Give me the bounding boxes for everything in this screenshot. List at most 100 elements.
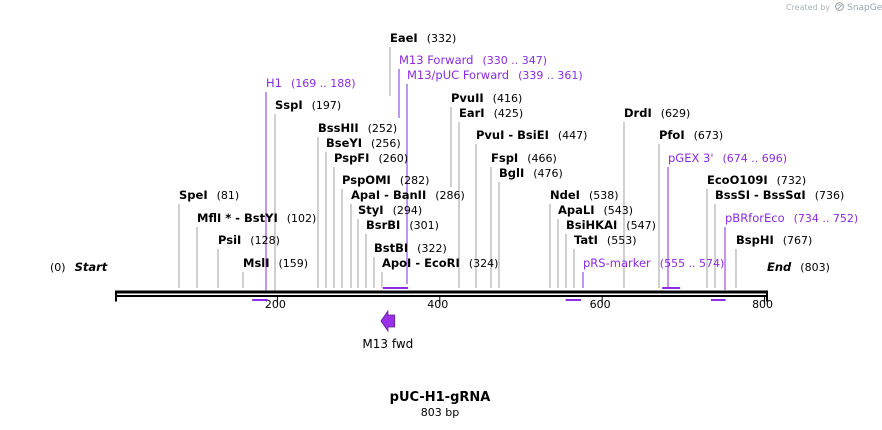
feature-range: (674 .. 696) — [723, 152, 788, 165]
ruler-tick-label: 400 — [427, 298, 448, 311]
backbone-start-cap — [115, 290, 117, 302]
enzyme-name: BssSI - BssSαI — [715, 188, 806, 202]
feature-name: pGEX 3' — [668, 151, 714, 165]
feature-range-bar — [252, 299, 268, 301]
feature-range: (555 .. 574) — [660, 257, 725, 270]
enzyme-label[interactable]: StyI (294) — [358, 203, 422, 217]
sequence-ends: (0)Start End (803) — [50, 260, 830, 274]
sequence-end-label: End (803) — [767, 260, 830, 274]
enzyme-label[interactable]: PvuI - BsiEI(447) — [476, 128, 587, 142]
enzyme-label[interactable]: BspHI (767) — [736, 233, 812, 247]
primer-arrow[interactable] — [380, 309, 396, 333]
snapgene-logo-icon — [834, 2, 844, 11]
sequence-length: 803 bp — [420, 406, 460, 419]
enzyme-site-position: (102) — [287, 212, 317, 225]
feature-label[interactable]: H1(169 .. 188) — [266, 76, 356, 90]
feature-label[interactable]: M13/pUC Forward (339 .. 361) — [407, 68, 583, 82]
enzyme-label[interactable]: BssHII(252) — [318, 121, 397, 135]
enzyme-name: MflI * - BstYI — [197, 211, 278, 225]
sequence-end-position: (803) — [800, 261, 830, 274]
enzyme-name: StyI — [358, 203, 384, 217]
enzyme-label[interactable]: PvuII (416) — [451, 91, 522, 105]
backbone-bottom-strand — [115, 295, 768, 297]
enzyme-label[interactable]: PfoI (673) — [659, 128, 723, 142]
enzyme-site-position: (324) — [469, 257, 499, 270]
feature-range: (169 .. 188) — [291, 77, 356, 90]
feature-name: M13/pUC Forward — [407, 68, 509, 82]
enzyme-site-position: (282) — [400, 174, 430, 187]
feature-label[interactable]: pGEX 3' (674 .. 696) — [668, 151, 787, 165]
enzyme-name: ApaLI — [558, 203, 595, 217]
enzyme-site-position: (256) — [371, 137, 401, 150]
enzyme-label[interactable]: MflI * - BstYI (102) — [197, 211, 316, 225]
snapgene-credit: Created by SnapGene — [786, 2, 882, 13]
enzyme-label[interactable]: PspOMI(282) — [342, 173, 429, 187]
enzyme-label[interactable]: ApaI - BanII(286) — [351, 188, 465, 202]
enzyme-label[interactable]: ApaLI(543) — [558, 203, 633, 217]
feature-label[interactable]: M13 Forward(330 .. 347) — [399, 53, 547, 67]
ruler-tick-label: 200 — [265, 298, 286, 311]
feature-range: (330 .. 347) — [482, 54, 547, 67]
enzyme-name: DrdI — [624, 106, 652, 120]
enzyme-label[interactable]: EarI(425) — [459, 106, 523, 120]
enzyme-site-position: (673) — [694, 129, 724, 142]
enzyme-label[interactable]: BstBI(322) — [374, 241, 447, 255]
credit-brand: SnapGene — [847, 3, 882, 13]
sequence-start-label: (0)Start — [50, 260, 108, 274]
enzyme-name: BseYI — [326, 136, 362, 150]
enzyme-name: SspI — [275, 98, 303, 112]
enzyme-site-position: (294) — [393, 204, 423, 217]
feature-label[interactable]: pRS-marker(555 .. 574) — [583, 256, 724, 270]
enzyme-name: PvuI - BsiEI — [476, 128, 549, 142]
enzyme-label[interactable]: EaeI(332) — [390, 31, 456, 45]
feature-range: (734 .. 752) — [794, 212, 859, 225]
enzyme-label[interactable]: BssSI - BssSαI(736) — [715, 188, 844, 202]
enzyme-name: MslI — [243, 256, 270, 270]
enzyme-label[interactable]: SspI(197) — [275, 98, 341, 112]
enzyme-label[interactable]: DrdI (629) — [624, 106, 690, 120]
enzyme-label[interactable]: EcoO109I(732) — [707, 173, 806, 187]
enzyme-name: BsiHKAI — [566, 218, 617, 232]
primer-arrow-group[interactable]: M13 fwd — [362, 309, 413, 351]
enzyme-name: NdeI — [550, 188, 580, 202]
enzyme-site-position: (553) — [607, 234, 637, 247]
enzyme-name: BstBI — [374, 241, 408, 255]
enzyme-site-position: (732) — [777, 174, 807, 187]
enzyme-site-position: (538) — [589, 189, 619, 202]
enzyme-label[interactable]: TatI(553) — [574, 233, 637, 247]
enzyme-site-position: (286) — [435, 189, 465, 202]
enzyme-site-position: (416) — [493, 92, 523, 105]
enzyme-name: BspHI — [736, 233, 774, 247]
feature-range-bar — [390, 287, 409, 289]
enzyme-label[interactable]: BsiHKAI(547) — [566, 218, 656, 232]
enzyme-label[interactable]: BseYI (256) — [326, 136, 401, 150]
enzyme-name: PvuII — [451, 91, 484, 105]
feature-label[interactable]: pBRforEco(734 .. 752) — [725, 211, 858, 225]
sequence-start-position: (0) — [50, 261, 66, 274]
enzyme-label[interactable]: FspI(466) — [491, 151, 557, 165]
enzyme-site-position: (767) — [783, 234, 813, 247]
enzyme-name: PspFI — [334, 151, 369, 165]
enzyme-label[interactable]: PspFI(260) — [334, 151, 408, 165]
credit-created-by: Created by — [786, 3, 831, 12]
sequence-backbone — [115, 290, 768, 302]
enzyme-label[interactable]: NdeI (538) — [550, 188, 619, 202]
sequence-end-text: End — [767, 260, 792, 274]
enzyme-label[interactable]: PsiI(128) — [218, 233, 280, 247]
enzyme-name: BglI — [499, 166, 524, 180]
enzyme-label[interactable]: ApoI - EcoRI(324) — [382, 256, 498, 270]
enzyme-label[interactable]: BglI(476) — [499, 166, 563, 180]
feature-range-bar — [662, 287, 681, 289]
enzyme-name: BssHII — [318, 121, 359, 135]
enzyme-site-position: (629) — [661, 107, 691, 120]
enzyme-label[interactable]: SpeI(81) — [179, 188, 239, 202]
enzyme-label[interactable]: MslI(159) — [243, 256, 308, 270]
enzyme-name: BsrBI — [366, 218, 400, 232]
enzyme-label[interactable]: BsrBI(301) — [366, 218, 439, 232]
enzyme-name: PfoI — [659, 128, 685, 142]
feature-range: (339 .. 361) — [518, 69, 583, 82]
enzyme-site-position: (81) — [217, 189, 240, 202]
ruler-tick-label: 600 — [590, 298, 611, 311]
